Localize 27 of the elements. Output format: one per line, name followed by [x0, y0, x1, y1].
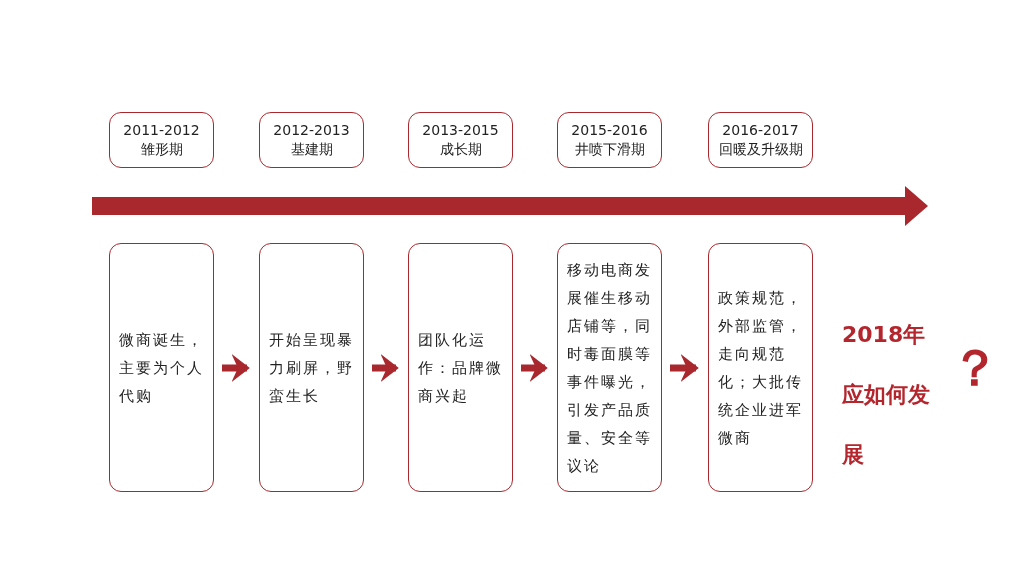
- period-box: [408, 112, 513, 168]
- question-text: 2018年应如何发展: [842, 321, 931, 469]
- description-text: 团队化运作：品牌微商兴起: [417, 329, 504, 407]
- description-text: 微商诞生，主要为个人代购: [118, 329, 205, 407]
- description-box: [708, 243, 813, 492]
- year-range: 2011-2012: [123, 121, 200, 140]
- period-name: 基建期: [290, 140, 333, 159]
- year-range: 2013-2015: [422, 121, 499, 140]
- period-name: 井喷下滑期: [574, 140, 645, 159]
- period-box: [557, 112, 662, 168]
- period-name: 成长期: [439, 140, 482, 159]
- description-box: [557, 243, 662, 492]
- period-name: 雏形期: [140, 140, 183, 159]
- question-mark: ？: [950, 338, 1000, 398]
- description-text: 政策规范，外部监管，走向规范化；大批传统企业进军微商: [717, 287, 804, 449]
- description-box: [109, 243, 214, 492]
- year-range: 2012-2013: [273, 121, 350, 140]
- description-box: [408, 243, 513, 492]
- description-box: [259, 243, 364, 492]
- period-name: 回暖及升级期: [718, 140, 803, 159]
- description-text: 开始呈现暴力刷屏，野蛮生长: [268, 329, 355, 407]
- year-range: 2016-2017: [722, 121, 799, 140]
- description-text: 移动电商发展催生移动店铺等，同时毒面膜等事件曝光，引发产品质量、安全等议论: [566, 259, 653, 477]
- year-range: 2015-2016: [571, 121, 648, 140]
- period-box: [708, 112, 813, 168]
- period-box: [259, 112, 364, 168]
- period-box: [109, 112, 214, 168]
